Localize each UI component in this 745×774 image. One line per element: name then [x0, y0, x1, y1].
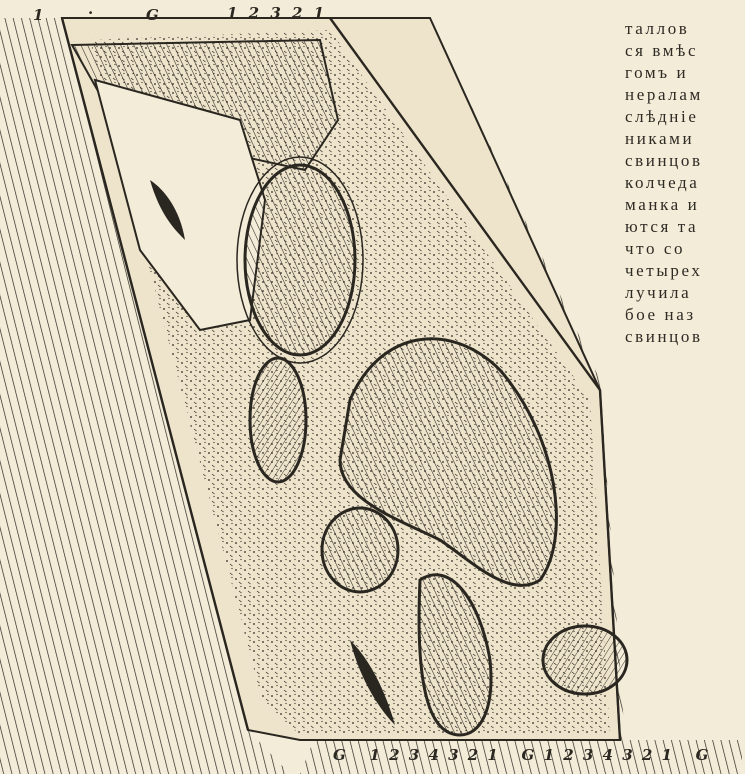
text-line: что со: [625, 238, 745, 260]
text-line: четырех: [625, 260, 745, 282]
text-line: свинцов: [625, 326, 745, 348]
ore-nodule-lower: [322, 508, 398, 592]
text-line: никами: [625, 128, 745, 150]
text-line: нералам: [625, 84, 745, 106]
text-line: колчеда: [625, 172, 745, 194]
text-line: манка и: [625, 194, 745, 216]
text-line: бое наз: [625, 304, 745, 326]
ore-nodule-upper: [245, 165, 355, 355]
text-line: свинцов: [625, 150, 745, 172]
text-column: таллов ся вмѣс гомъ и нералам слѣдніе ни…: [625, 18, 745, 348]
ore-nodule-small-left: [250, 358, 306, 482]
top-label-dot: ·: [88, 4, 93, 22]
text-line: таллов: [625, 18, 745, 40]
text-line: ются та: [625, 216, 745, 238]
bottom-label-sequence: G 1 2 3 4 3 2 1 G 1 2 3 4 3 2 1 G: [333, 746, 710, 764]
top-label-sequence: 1 2 3 2 1: [227, 4, 327, 22]
text-line: слѣдніе: [625, 106, 745, 128]
text-line: лучила: [625, 282, 745, 304]
top-label-one: 1: [33, 6, 43, 24]
text-line: ся вмѣс: [625, 40, 745, 62]
text-line: гомъ и: [625, 62, 745, 84]
top-label-g: G: [146, 6, 159, 24]
